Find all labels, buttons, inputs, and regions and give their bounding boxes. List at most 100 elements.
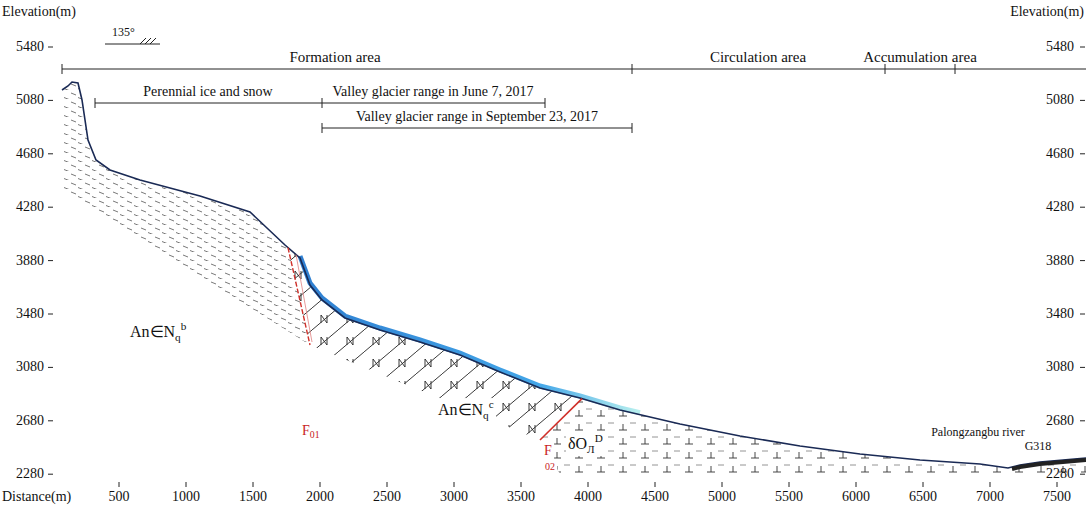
label-text: 3480 — [1046, 306, 1074, 321]
label-text: 7500 — [1043, 489, 1071, 504]
schist-unit — [62, 82, 310, 345]
axis-value: 7500 — [1043, 490, 1071, 504]
axis-tick — [1080, 474, 1085, 475]
axis-value: 4000 — [574, 490, 602, 504]
axis-tick — [253, 482, 254, 487]
axis-tick — [722, 482, 723, 487]
axis-tick — [186, 482, 187, 487]
label-text: 2280 — [1046, 466, 1074, 481]
label-text: 135° — [112, 25, 135, 39]
axis-tick — [48, 100, 53, 101]
label-text: Formation area — [289, 49, 380, 65]
axis-title: Elevation(m) — [2, 5, 76, 19]
strike-label: 135° — [112, 26, 135, 38]
axis-value: 5000 — [708, 490, 736, 504]
label-text: 3080 — [1046, 359, 1074, 374]
label-text: 4500 — [641, 489, 669, 504]
label-text: 500 — [109, 489, 130, 504]
axis-tick — [48, 474, 53, 475]
axis-value: 3480 — [1046, 307, 1074, 321]
rock-unit-label: An∈Nqc — [436, 398, 496, 422]
label-text: 4000 — [574, 489, 602, 504]
axis-tick — [1080, 207, 1085, 208]
axis-value: 3000 — [440, 490, 468, 504]
label-text: 4280 — [1046, 199, 1074, 214]
label-text: Distance(m) — [2, 489, 71, 504]
axis-value: 4280 — [16, 200, 44, 214]
zone-bracket — [62, 64, 1086, 74]
axis-value: 5480 — [16, 40, 44, 54]
label-text: 1000 — [172, 489, 200, 504]
axis-tick — [588, 482, 589, 487]
axis-tick — [1080, 153, 1085, 154]
label-text: Valley glacier range in September 23, 20… — [356, 109, 598, 124]
axis-title: Distance(m) — [2, 490, 71, 504]
label-text: 6500 — [909, 489, 937, 504]
axis-value: 1000 — [172, 490, 200, 504]
axis-title: Elevation(m) — [1010, 5, 1084, 19]
axis-value: 4680 — [16, 147, 44, 161]
label-text: 4680 — [1046, 146, 1074, 161]
axis-tick — [48, 153, 53, 154]
label-text: 5080 — [16, 92, 44, 107]
road-label: G318 — [1025, 440, 1052, 452]
axis-value: 3880 — [1046, 254, 1074, 268]
axis-tick — [1080, 100, 1085, 101]
label-index: 01 — [310, 429, 320, 440]
axis-tick — [1080, 260, 1085, 261]
axis-value: 2280 — [16, 467, 44, 481]
label-text: 4680 — [16, 146, 44, 161]
label-text: 3480 — [16, 306, 44, 321]
range-label: Valley glacier range in June 7, 2017 — [333, 85, 534, 99]
label-index: c — [489, 398, 494, 410]
axis-tick — [856, 482, 857, 487]
glacier-layer — [300, 256, 640, 413]
rock-unit-label: An∈Nqb — [128, 320, 188, 344]
label-index: D — [595, 432, 603, 444]
axis-value: 5080 — [1046, 93, 1074, 107]
label-text: An∈N — [130, 323, 175, 340]
axis-value: 1500 — [239, 490, 267, 504]
label-text: An∈N — [438, 401, 483, 418]
axis-value: 3080 — [16, 360, 44, 374]
axis-value: 4680 — [1046, 147, 1074, 161]
label-text: 2500 — [373, 489, 401, 504]
label-text: 2280 — [16, 466, 44, 481]
label-text: 02 — [545, 461, 555, 472]
fault-label: F — [542, 443, 554, 459]
axis-tick — [320, 482, 321, 487]
axis-value: 5080 — [16, 93, 44, 107]
label-text: 2680 — [16, 413, 44, 428]
axis-value: 7000 — [976, 490, 1004, 504]
fault-label: F01 — [302, 424, 320, 440]
label-text: 5080 — [1046, 92, 1074, 107]
fault-label: 02 — [543, 461, 557, 473]
axis-tick — [454, 482, 455, 487]
zone-label: Accumulation area — [863, 50, 977, 65]
label-text: 1500 — [239, 489, 267, 504]
label-text: Palongzangbu river — [931, 425, 1025, 439]
label-index: q — [175, 331, 181, 343]
label-text: 3500 — [507, 489, 535, 504]
axis-tick — [655, 482, 656, 487]
label-text: 5000 — [708, 489, 736, 504]
axis-tick — [990, 482, 991, 487]
label-text: 6000 — [842, 489, 870, 504]
label-text: 7000 — [976, 489, 1004, 504]
label-text: Elevation(m) — [1010, 4, 1084, 19]
label-text: 2680 — [1046, 413, 1074, 428]
label-text: 5480 — [1046, 39, 1074, 54]
label-text: Accumulation area — [863, 49, 977, 65]
axis-value: 2000 — [306, 490, 334, 504]
axis-tick — [923, 482, 924, 487]
range-bracket — [322, 123, 632, 133]
label-text: Perennial ice and snow — [143, 84, 272, 99]
axis-value: 4500 — [641, 490, 669, 504]
axis-value: 2680 — [1046, 414, 1074, 428]
label-text: 5480 — [16, 39, 44, 54]
axis-tick — [387, 482, 388, 487]
label-text: F — [544, 443, 552, 458]
axis-value: 2500 — [373, 490, 401, 504]
axis-tick — [48, 314, 53, 315]
zone-label: Circulation area — [710, 50, 806, 65]
